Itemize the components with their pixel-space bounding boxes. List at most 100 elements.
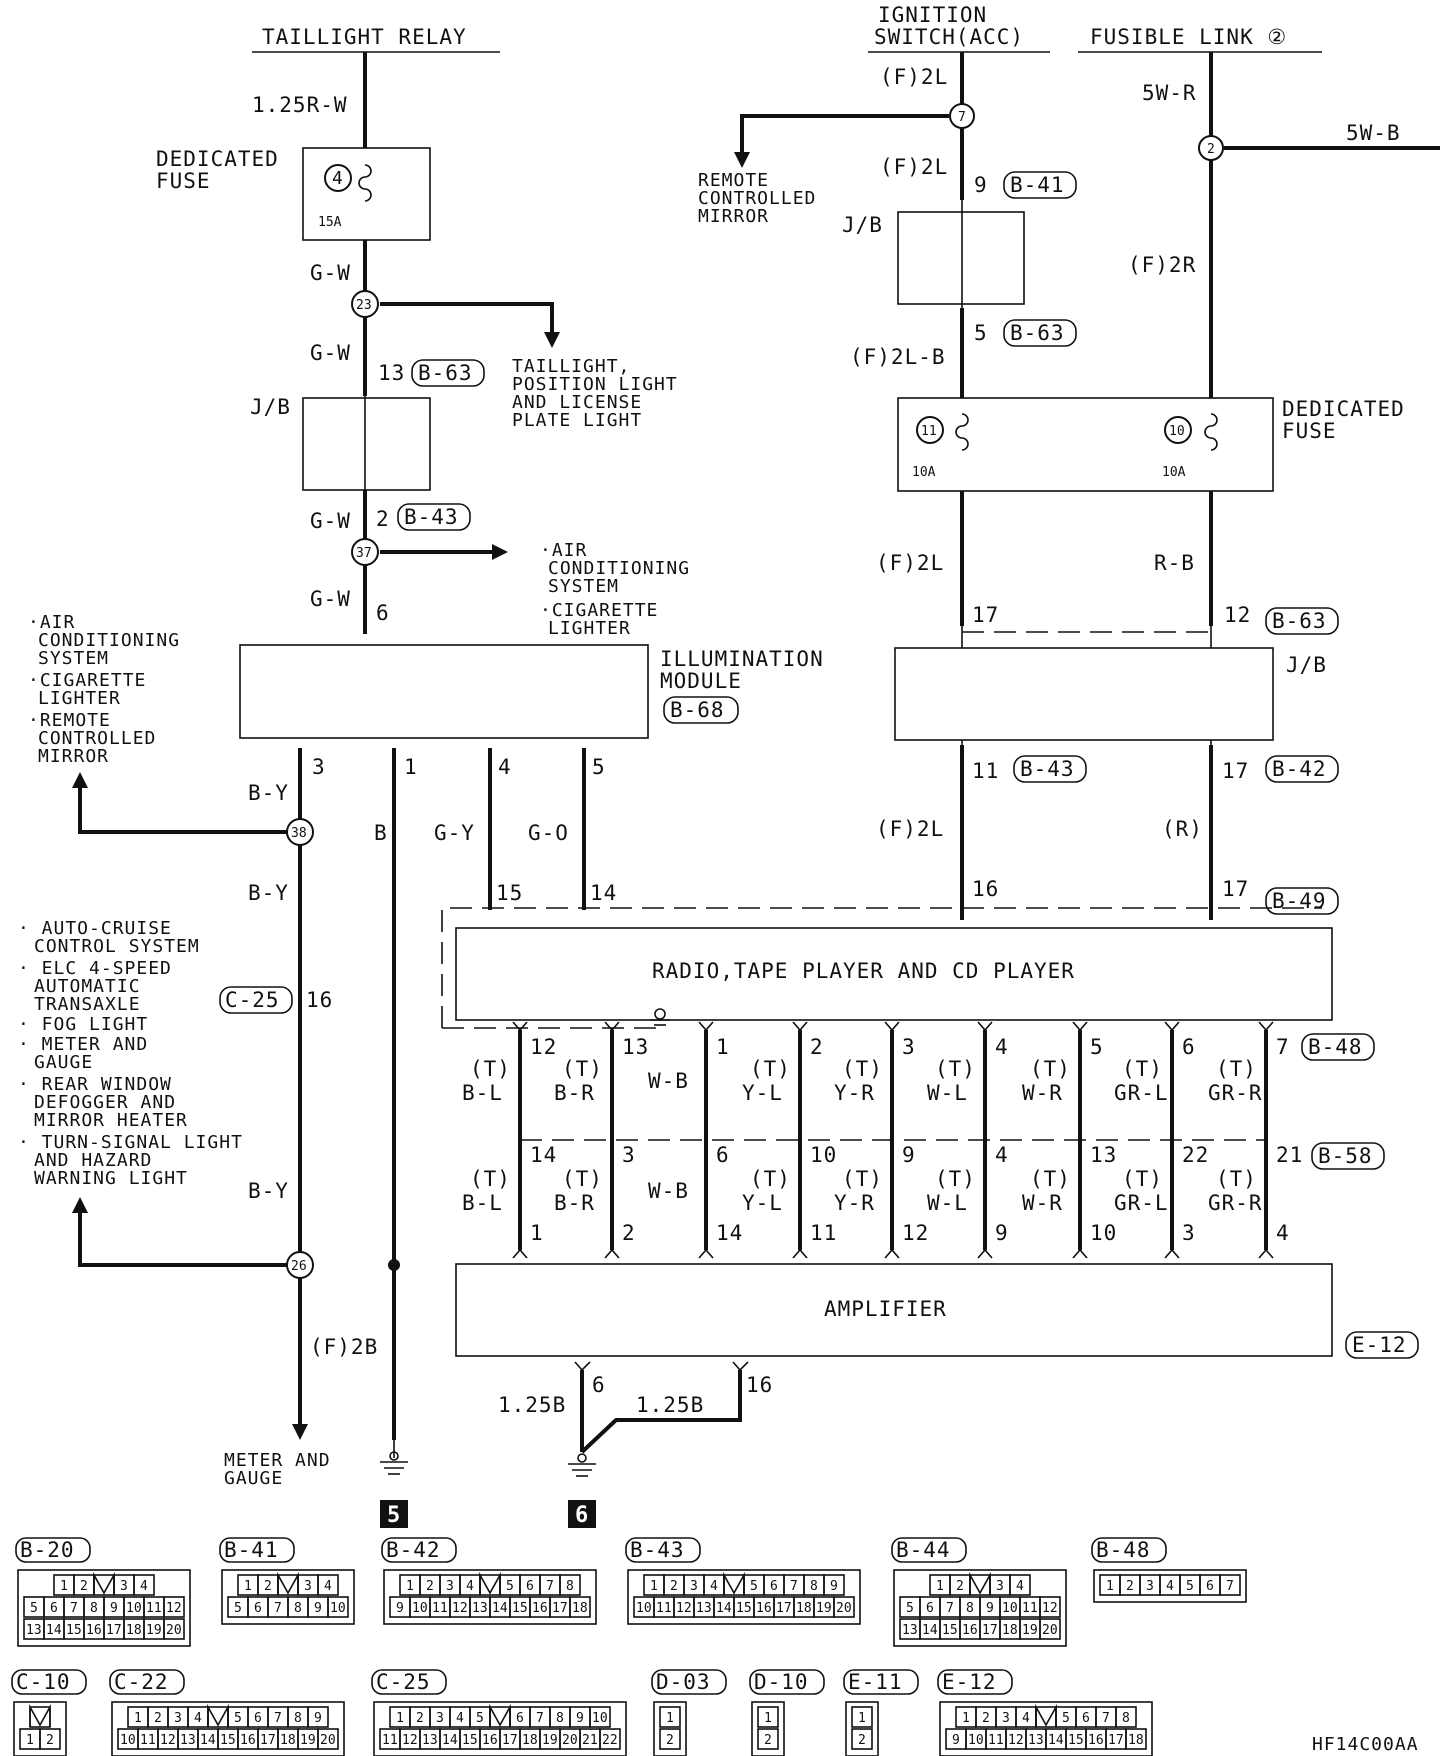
svg-text:SYSTEM: SYSTEM xyxy=(548,576,619,597)
connector-tag-c25: C-25 xyxy=(219,986,293,1014)
svg-text:DEFOGGER AND: DEFOGGER AND xyxy=(34,1092,176,1113)
pin-5-right: 5 xyxy=(974,321,988,345)
connector-pin: 16 xyxy=(240,1733,256,1748)
junction-37: 37 xyxy=(351,538,379,566)
amplifier-label: AMPLIFIER xyxy=(824,1297,947,1321)
b58-pin-label: 10 xyxy=(810,1143,837,1167)
junction-block-right xyxy=(894,647,1274,741)
connector-pin: 3 xyxy=(436,1711,444,1726)
connector-pin: 14 xyxy=(200,1733,216,1748)
svg-text:10: 10 xyxy=(1169,424,1185,439)
connector-pin: 8 xyxy=(566,1579,574,1594)
connector-pin: 15 xyxy=(220,1733,236,1748)
connector-pin: 1 xyxy=(1106,1579,1114,1594)
connector-pin: 2 xyxy=(956,1579,964,1594)
radio-pin-label: 1 xyxy=(716,1035,730,1059)
connector-pin: 8 xyxy=(294,1711,302,1726)
connector-pin: 7 xyxy=(274,1711,282,1726)
ignition-label-1: IGNITION xyxy=(878,3,987,27)
radio-pin-label: 7 xyxy=(1276,1035,1290,1059)
connector-view-label: E-11 xyxy=(848,1670,903,1694)
connector-pin: 10 xyxy=(1002,1601,1018,1616)
connector-pin: 3 xyxy=(174,1711,182,1726)
connector-pin: 9 xyxy=(830,1579,838,1594)
svg-text:23: 23 xyxy=(356,298,372,313)
connector-pin: 8 xyxy=(810,1579,818,1594)
wire-125b-a: 1.25B xyxy=(498,1393,566,1417)
wire-go: G-O xyxy=(528,821,569,845)
pin-3-illum: 3 xyxy=(312,755,326,779)
amp-pin-label: 2 xyxy=(622,1221,636,1245)
connector-pin: 8 xyxy=(294,1601,302,1616)
svg-text:10A: 10A xyxy=(912,465,936,480)
connector-pin: 15 xyxy=(736,1601,752,1616)
speaker-harness: 12141(T)B-L(T)B-L1332(T)B-R(T)B-R1614W-B… xyxy=(462,1021,1302,1259)
connector-pin: 20 xyxy=(562,1733,578,1748)
connector-pin: 6 xyxy=(770,1579,778,1594)
connector-pin: 6 xyxy=(254,1601,262,1616)
connector-pin: 16 xyxy=(962,1623,978,1638)
connector-pin: 4 xyxy=(1166,1579,1174,1594)
connector-pin: 13 xyxy=(472,1601,488,1616)
illumination-label-2: MODULE xyxy=(660,669,742,693)
connector-pin: 13 xyxy=(902,1623,918,1638)
svg-text:·CIGARETTE: ·CIGARETTE xyxy=(28,670,146,691)
dedicated-fuse-label-2: FUSE xyxy=(156,169,211,193)
connector-pin: 3 xyxy=(120,1579,128,1594)
connector-pin: 9 xyxy=(576,1711,584,1726)
svg-text:CONTROLLED: CONTROLLED xyxy=(698,188,816,209)
wire-color-label: Y-L xyxy=(742,1081,783,1105)
wire-color-label: W-L xyxy=(927,1191,968,1215)
connector-pin: 1 xyxy=(396,1711,404,1726)
connector-pin: 1 xyxy=(666,1711,674,1726)
b58-pin-label: 13 xyxy=(1090,1143,1117,1167)
connector-pin: 19 xyxy=(542,1733,558,1748)
svg-text:26: 26 xyxy=(291,1259,307,1274)
connector-pin: 2 xyxy=(670,1579,678,1594)
svg-text:B-43: B-43 xyxy=(1020,757,1075,781)
radio-pin-label: 3 xyxy=(902,1035,916,1059)
connector-tag-b68: B-68 xyxy=(663,696,739,724)
svg-text:B-63: B-63 xyxy=(1010,321,1065,345)
connector-pin: 20 xyxy=(320,1733,336,1748)
wire-gw-2: G-W xyxy=(310,341,351,365)
wire-125rw: 1.25R-W xyxy=(252,93,348,117)
connector-pin: 1 xyxy=(26,1733,34,1748)
connector-pin: 4 xyxy=(140,1579,148,1594)
connector-tag-b43-a: B-43 xyxy=(397,503,471,531)
connector-pin: 11 xyxy=(1022,1601,1038,1616)
svg-text:B-68: B-68 xyxy=(670,698,725,722)
b58-pin-label: 6 xyxy=(716,1143,730,1167)
wire-twisted-label: (T) xyxy=(1030,1167,1071,1191)
connector-pin: 5 xyxy=(30,1601,38,1616)
connector-pin: 5 xyxy=(506,1579,514,1594)
connector-pin: 6 xyxy=(526,1579,534,1594)
dedicated-fuse-4: 4 15A xyxy=(302,147,431,241)
dedicated-fuse-right-2: FUSE xyxy=(1282,419,1337,443)
svg-text:2: 2 xyxy=(1207,142,1215,157)
connector-pin: 17 xyxy=(982,1623,998,1638)
meter-gauge-destination: METER AND GAUGE xyxy=(224,1450,330,1489)
wire-f2l-3: (F)2L xyxy=(876,551,944,575)
amplifier-ground-wires xyxy=(574,1361,749,1454)
connector-pin: 4 xyxy=(466,1579,474,1594)
connector-view-label: B-43 xyxy=(630,1538,685,1562)
connector-pin: 15 xyxy=(462,1733,478,1748)
connector-pin: 11 xyxy=(656,1601,672,1616)
source-ignition-switch: IGNITION SWITCH(ACC) xyxy=(868,3,1050,53)
wire-color-label: GR-L xyxy=(1114,1191,1169,1215)
pin-16-radio: 16 xyxy=(972,877,999,901)
pin-13: 13 xyxy=(378,361,405,385)
illumination-module xyxy=(239,644,649,739)
connector-pin: 18 xyxy=(1002,1623,1018,1638)
connector-view-label: B-48 xyxy=(1096,1538,1151,1562)
svg-text:MIRROR: MIRROR xyxy=(698,206,769,227)
svg-text:·AIR: ·AIR xyxy=(540,540,587,561)
